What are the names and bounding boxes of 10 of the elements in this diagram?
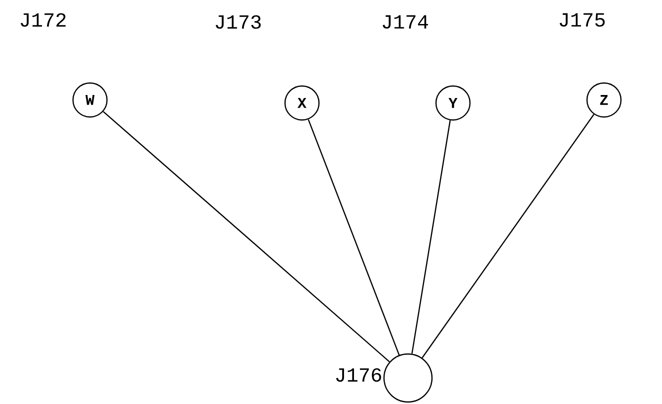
connector-line: [102, 111, 390, 362]
node-label: J173: [216, 15, 261, 29]
node-label: J172: [20, 13, 66, 27]
node-label: J174: [382, 15, 428, 29]
connector-line: [308, 119, 400, 356]
junction-circle: [383, 353, 433, 403]
node-label: J175: [560, 13, 605, 27]
connector-line: [422, 114, 594, 358]
connector-line: [411, 120, 451, 354]
node-label: J176: [336, 368, 382, 382]
